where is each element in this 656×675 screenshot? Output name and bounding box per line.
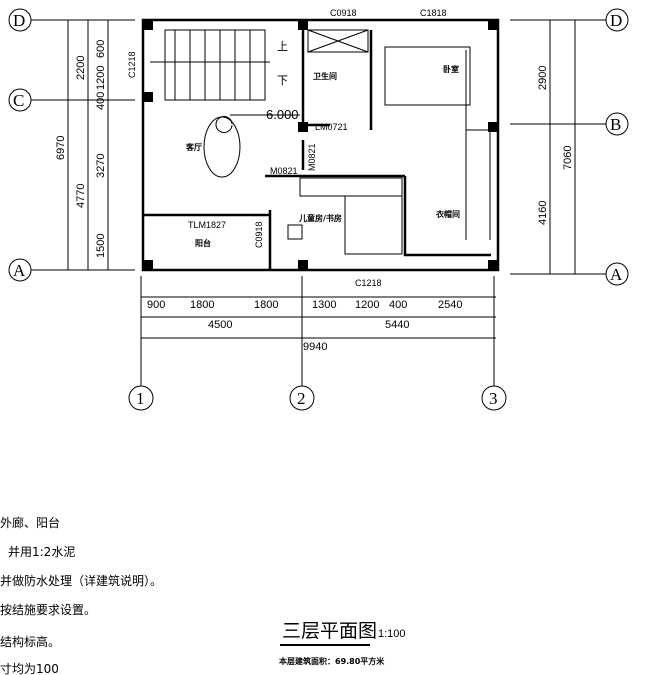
note: 并做防水处理（详建筑说明）。 [0,573,162,588]
dim: 3270 [95,154,107,178]
scale: 1:100 [378,628,406,640]
window-c1218: C1218 [355,278,382,288]
dim: 9940 [303,341,327,353]
door-m0821-vertical: M0821 [307,143,317,171]
room-kids-study: 儿童房/书房 [298,213,342,223]
dim: 600 [95,40,107,58]
room-bedroom: 卧室 [443,64,459,74]
notes: 外廊、阳台 并用1:2水泥 并做防水处理（详建筑说明）。 按结施要求设置。 结构… [0,515,162,675]
axis-c-left: C [13,91,24,110]
dim: 4770 [75,184,87,208]
axis-3: 3 [489,389,498,408]
title: 三层平面图 [282,620,377,642]
note: 寸均为100 [0,662,59,675]
floor-area: 本层建筑面积：69.80平方米 [278,656,385,666]
dim: 6970 [55,136,67,160]
dim: 7060 [562,146,574,170]
room-bathroom: 卫生间 [313,71,337,81]
note: 并用1:2水泥 [8,545,75,559]
dim: 4160 [537,201,549,225]
axis-d-right: D [610,11,622,30]
note: 结构标高。 [0,634,60,649]
room-closet: 衣帽间 [436,209,460,219]
dimensions: 600 1200 2200 400 3270 1500 4770 6970 C1… [55,20,576,353]
drawing-title: 三层平面图 1:100 本层建筑面积：69.80平方米 [278,620,406,666]
axis-1: 1 [136,389,145,408]
door-tlm1827: TLM1827 [188,220,226,230]
columns [143,20,498,270]
dim: 2200 [75,56,87,80]
dim: 400 [95,92,107,110]
stair-down: 下 [277,75,288,87]
dim: 5440 [385,319,409,331]
dim: 1200 [355,299,379,311]
elevation-mark: 6.000 [266,107,299,122]
dim: 1800 [190,299,214,311]
axis-a-left: A [13,261,26,280]
dim: 2540 [438,299,462,311]
window-label: C1218 [127,51,137,78]
note: 外廊、阳台 [0,515,60,530]
stair-up: 上 [277,40,288,53]
dim: 1800 [254,299,278,311]
axis-b-right: B [610,115,621,134]
axis-a-right: A [610,265,623,284]
dim: 1500 [95,234,107,258]
window-c0918: C0918 [330,8,357,18]
dim: 4500 [208,319,232,331]
window-c0918-side: C0918 [254,221,264,248]
room-living: 客厅 [185,142,202,152]
note: 按结施要求设置。 [0,603,96,617]
axis-d-left: D [13,11,25,30]
dim: 1300 [312,299,336,311]
dim: 900 [147,299,165,311]
dim: 400 [389,299,407,311]
axis-markers: D C A D B A 1 2 3 [8,8,629,411]
door-m0821: M0821 [270,166,298,176]
room-balcony: 阳台 [195,238,211,248]
axis-2: 2 [297,389,306,408]
door-lm0721: LM0721 [315,122,348,132]
dim: 2900 [537,66,549,90]
plan-labels: C0918 C1818 C1218 LM0721 M0821 M0821 TLM… [185,8,460,288]
dim: 1200 [95,66,107,90]
window-c1818: C1818 [420,8,447,18]
